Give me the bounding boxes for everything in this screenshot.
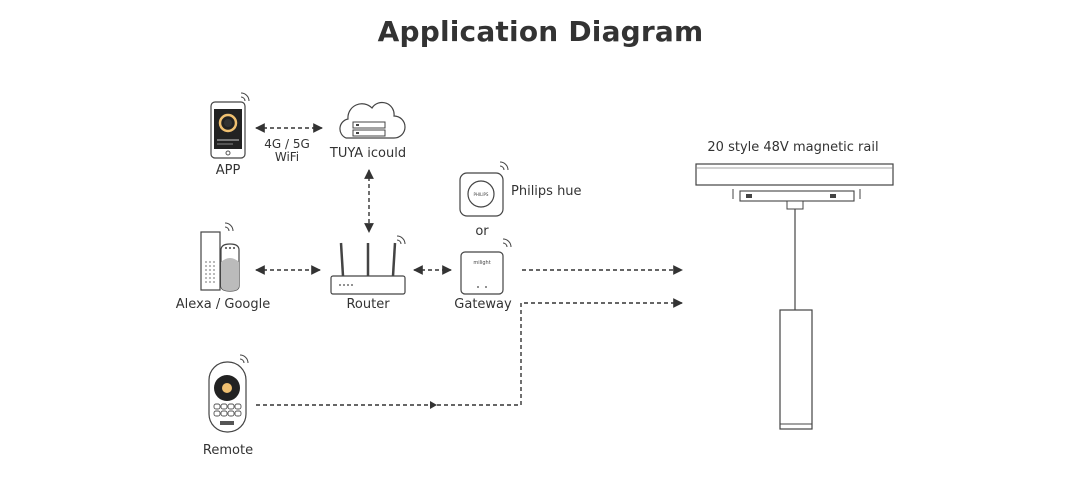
remote-label: Remote: [202, 443, 254, 458]
remote-icon: [208, 354, 249, 433]
gateway-label: Gateway: [454, 297, 512, 312]
router-label: Router: [346, 297, 390, 312]
phone-icon: [210, 92, 250, 159]
svg-text:PHILIPS: PHILIPS: [474, 192, 489, 197]
smart-speaker-icon: [200, 222, 240, 292]
rail-label: 20 style 48V magnetic rail: [707, 140, 879, 155]
philips-label: Philips hue: [511, 184, 582, 199]
diagram-title: Application Diagram: [377, 15, 704, 48]
network-label-line1: 4G / 5G: [264, 137, 310, 151]
svg-text:milight: milight: [473, 260, 490, 266]
cloud-icon: [339, 101, 406, 139]
router-icon: [330, 235, 406, 295]
pendant-light-icon: [695, 163, 894, 430]
or-label: or: [475, 224, 489, 239]
app-label: APP: [215, 163, 241, 178]
gateway-icon: milight: [460, 238, 512, 295]
alexa-label: Alexa / Google: [175, 297, 271, 312]
cloud-label: TUYA icould: [329, 146, 407, 161]
philips-bridge-icon: PHILIPS: [459, 161, 509, 217]
network-label-line2: WiFi: [274, 150, 300, 164]
